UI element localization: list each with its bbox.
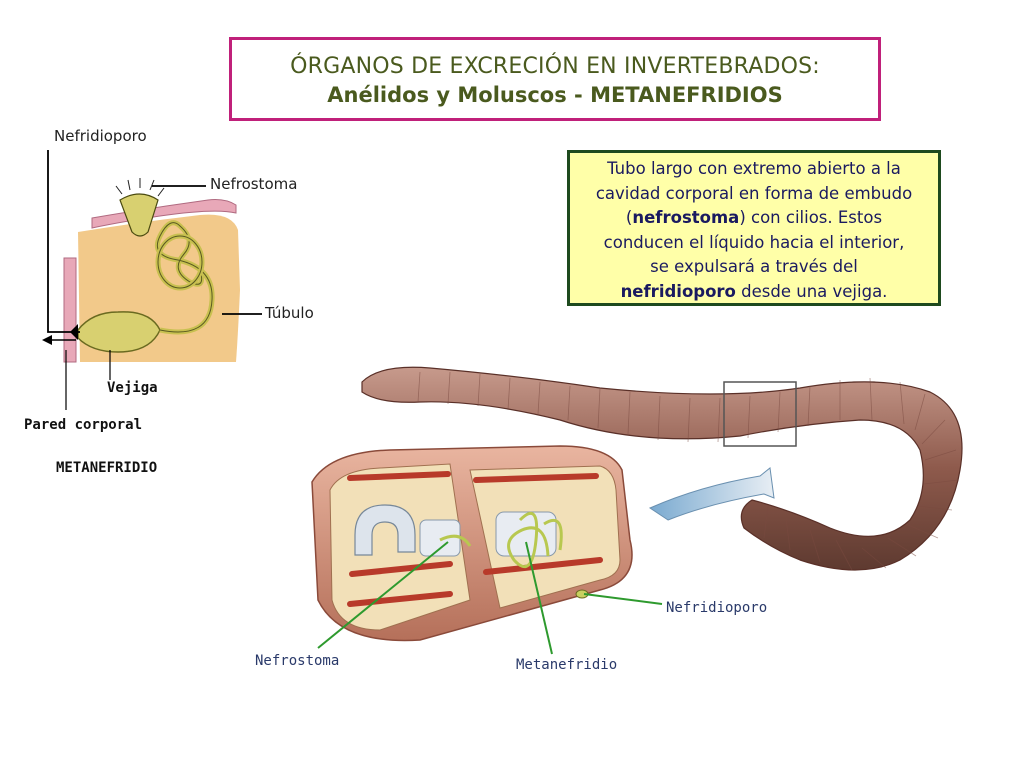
label-nefrostoma-right: Nefrostoma <box>255 653 340 669</box>
info-line-5: se expulsará a través del <box>650 257 858 277</box>
label-nefridioporo-left: Nefridioporo <box>54 127 147 145</box>
info-line-2: cavidad corporal en forma de embudo <box>595 183 913 203</box>
label-nefridioporo-right: Nefridioporo <box>666 600 768 616</box>
info-line-6: nefridioporo desde una vejiga. <box>620 281 888 301</box>
worm-cross-section <box>311 445 633 642</box>
vejiga-shape <box>77 311 161 353</box>
info-line-1: Tubo largo con extremo abierto a la <box>607 159 901 178</box>
title-box: ÓRGANOS DE EXCRECIÓN EN INVERTEBRADOS: A… <box>229 37 881 121</box>
info-line-4: conducen el líquido hacia el interior, <box>603 232 905 252</box>
title-line-2: Anélidos y Moluscos - METANEFRIDIOS <box>327 83 783 107</box>
label-metanefridio-caption: METANEFRIDIO <box>56 460 158 476</box>
zoom-box <box>723 381 797 447</box>
info-bold-nefrostoma: nefrostoma <box>632 208 740 228</box>
label-tubulo: Túbulo <box>265 304 314 322</box>
label-pared-corporal: Pared corporal <box>24 417 143 433</box>
label-metanefridio-right: Metanefridio <box>516 657 618 673</box>
info-line-3: (nefrostoma) con cilios. Estos <box>625 208 883 228</box>
info-bold-nefridioporo: nefridioporo <box>620 281 736 301</box>
callout-lines <box>317 541 663 655</box>
label-vejiga: Vejiga <box>107 380 158 396</box>
body-wall <box>63 257 77 363</box>
label-nefrostoma-left: Nefrostoma <box>210 175 298 193</box>
zoom-arrow <box>648 467 775 521</box>
nefrostoma-funnel <box>119 193 159 237</box>
earthworm-illustration <box>361 366 963 571</box>
metanefridio-diagram <box>42 150 262 410</box>
title-line-1: ÓRGANOS DE EXCRECIÓN EN INVERTEBRADOS: <box>290 54 820 79</box>
info-box: Tubo largo con extremo abierto a la cavi… <box>567 150 941 306</box>
